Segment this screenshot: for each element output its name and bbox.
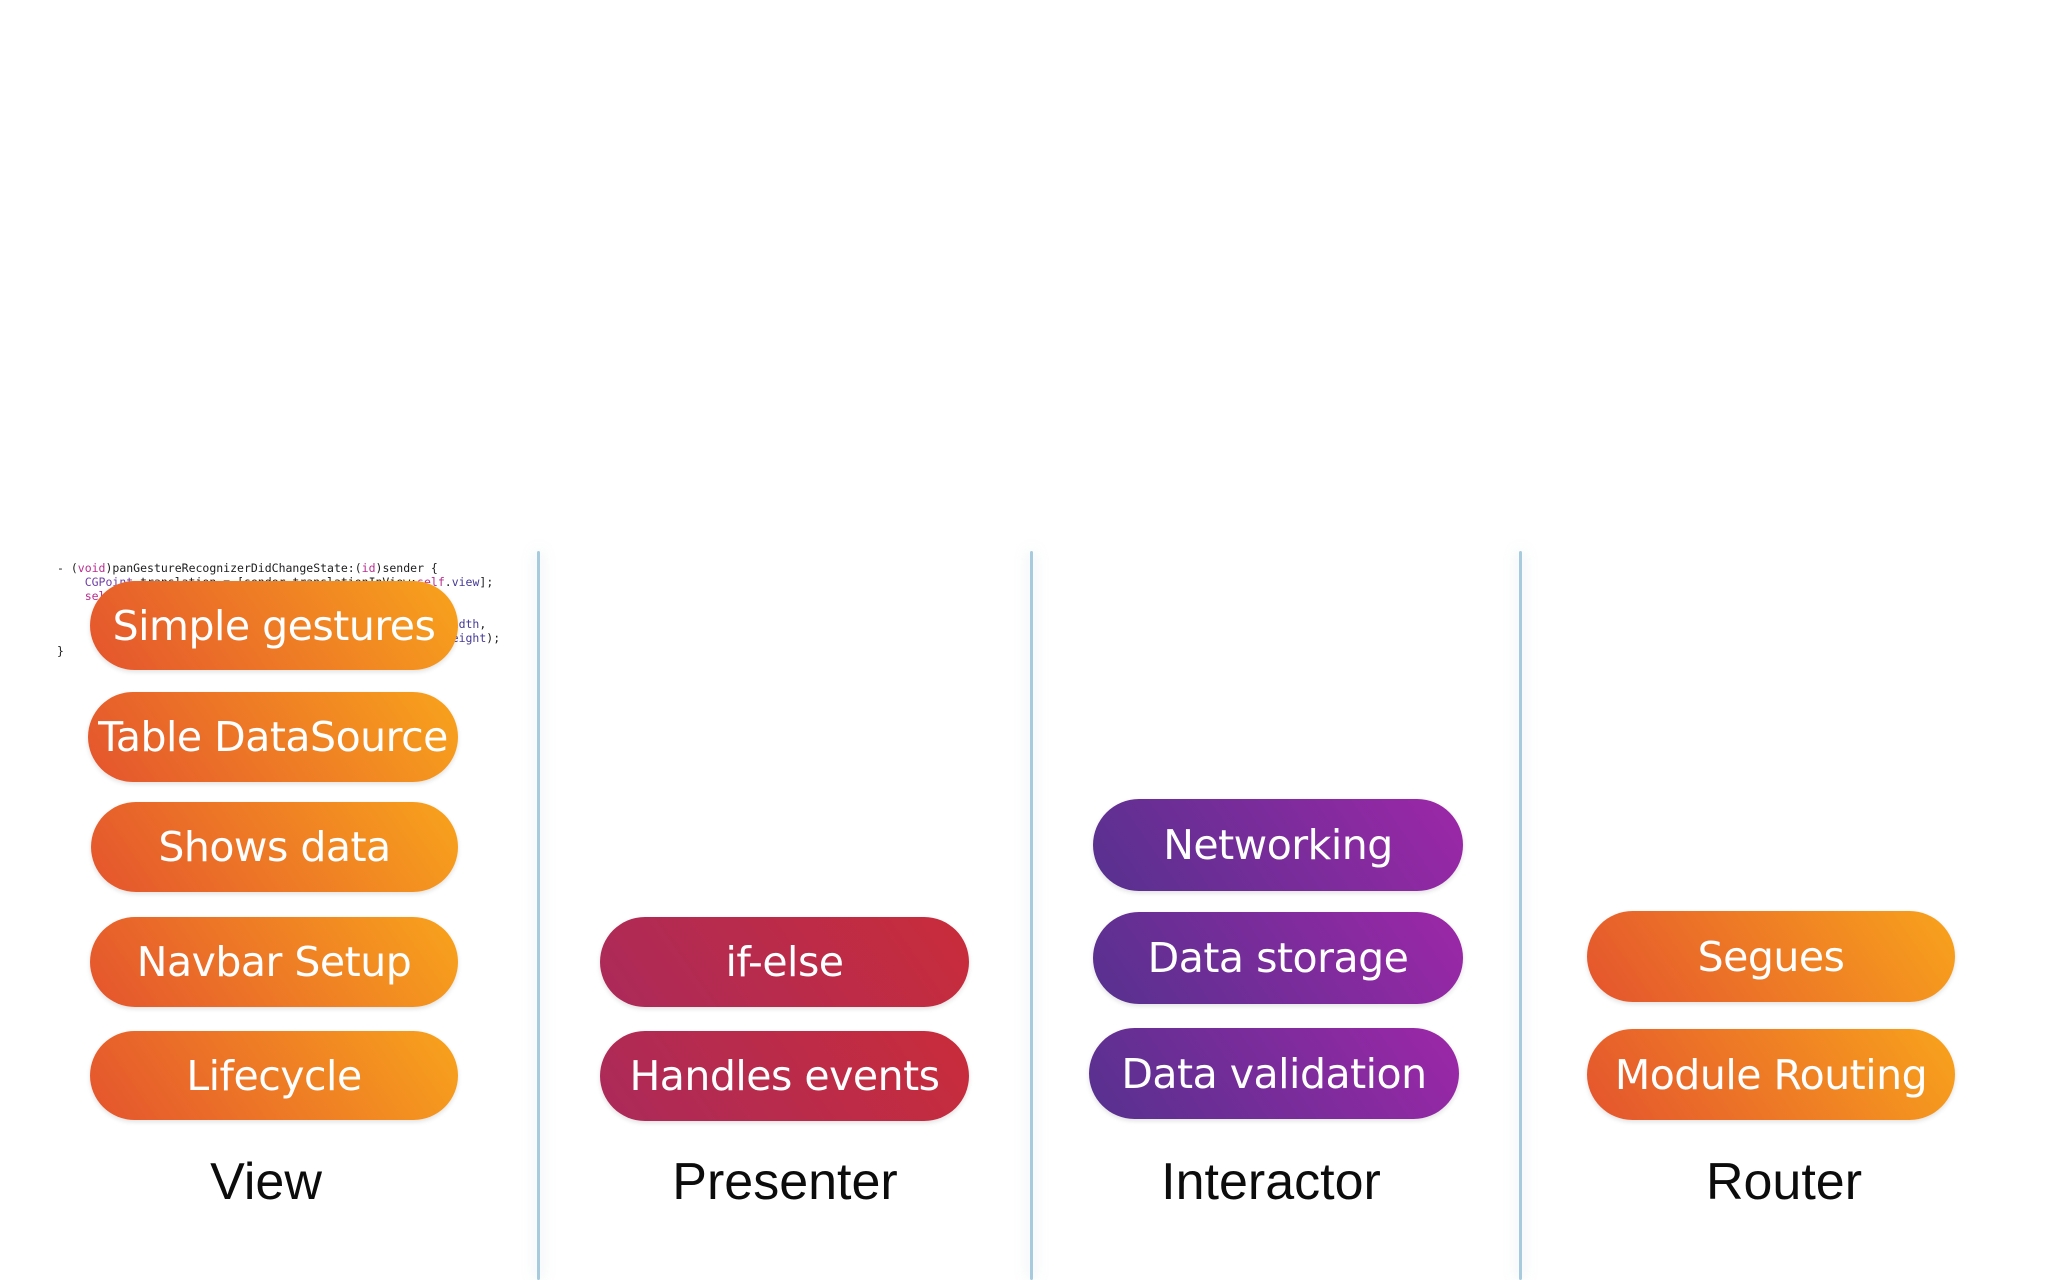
pill-lifecycle: Lifecycle xyxy=(90,1031,458,1120)
pill-handles-events: Handles events xyxy=(600,1031,969,1121)
pill-networking: Networking xyxy=(1093,799,1463,891)
pill-data-storage: Data storage xyxy=(1093,912,1463,1004)
pill-if-else: if-else xyxy=(600,917,969,1007)
code-line: } xyxy=(57,644,64,659)
pill-table-datasource: Table DataSource xyxy=(88,692,458,782)
column-label-router: Router xyxy=(1705,1153,1863,1211)
column-label-view: View xyxy=(210,1153,322,1211)
pill-simple-gestures: Simple gestures xyxy=(90,581,458,670)
pill-shows-data: Shows data xyxy=(91,802,458,892)
pill-module-routing: Module Routing xyxy=(1587,1029,1955,1120)
pill-data-validation: Data validation xyxy=(1089,1028,1459,1119)
column-divider xyxy=(1030,551,1033,1280)
pill-navbar-setup: Navbar Setup xyxy=(90,917,458,1007)
column-label-presenter: Presenter xyxy=(672,1153,898,1211)
column-divider xyxy=(537,551,540,1280)
column-divider xyxy=(1519,551,1522,1280)
code-line: - (void)panGestureRecognizerDidChangeSta… xyxy=(57,561,438,575)
column-label-interactor: Interactor xyxy=(1161,1153,1381,1211)
pill-segues: Segues xyxy=(1587,911,1955,1002)
